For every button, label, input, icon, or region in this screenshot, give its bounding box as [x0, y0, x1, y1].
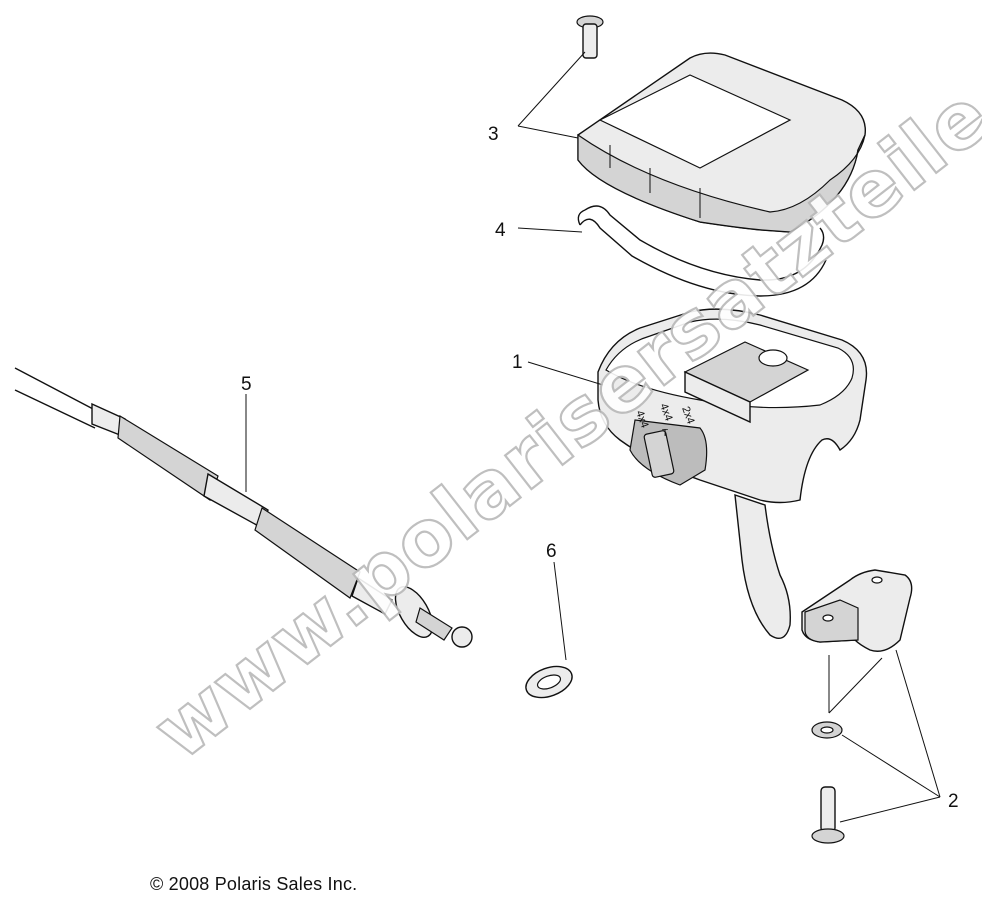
leader-lines	[245, 51, 941, 823]
part-2-bolt	[811, 786, 845, 844]
part-4-gasket	[577, 205, 827, 297]
copyright-notice: © 2008 Polaris Sales Inc.	[150, 874, 358, 894]
switch-label-pos1: 4x4	[633, 409, 650, 430]
part-1-trigger-lever	[734, 493, 791, 639]
callout-4: 4	[495, 220, 506, 241]
switch-label-mark: T	[662, 428, 668, 439]
part-1-housing: 4x4 4x4 2x4 T	[597, 308, 868, 639]
switch-label-pos2: 4x4	[657, 402, 674, 423]
switch-label-pos3: 2x4	[679, 405, 696, 426]
part-3-cover	[577, 52, 866, 233]
callout-1: 1	[512, 352, 523, 373]
callout-2: 2	[948, 791, 959, 812]
callout-3: 3	[488, 124, 499, 145]
part-2-lock-washer	[811, 721, 843, 739]
callout-5: 5	[241, 374, 252, 395]
part-6-washer	[525, 665, 573, 699]
part-3-screw	[576, 15, 604, 59]
part-5-cable	[14, 367, 473, 648]
part-2-clamp	[801, 569, 913, 652]
callout-6: 6	[546, 541, 557, 562]
